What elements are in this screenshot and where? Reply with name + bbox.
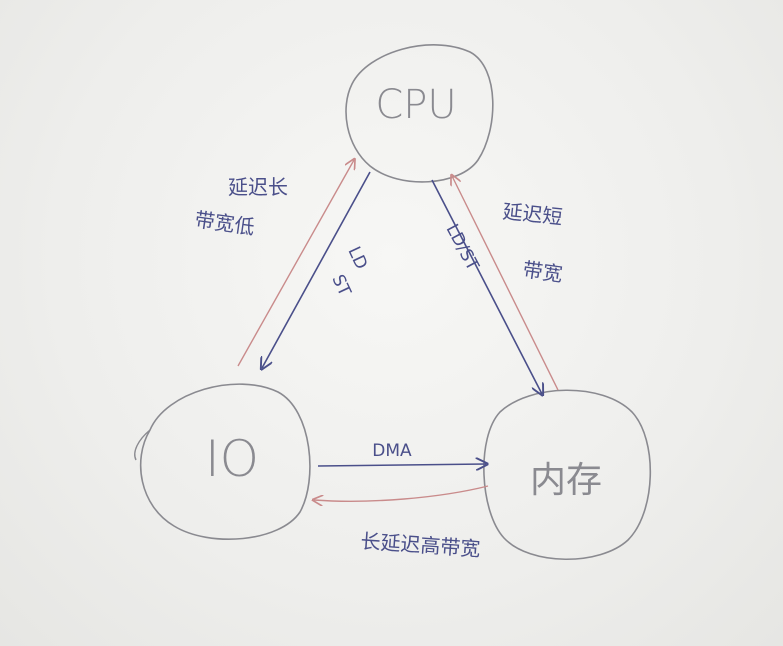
cpu-label: CPU (375, 82, 456, 128)
note-io-memory: 长延迟高带宽 (360, 529, 481, 561)
note-cpu-io-bandwidth: 带宽低 (193, 207, 256, 239)
cpu-memory-label: LD/ST (442, 221, 483, 275)
cpu-node: CPU (345, 44, 494, 183)
edge-io-memory: DMA (314, 441, 488, 501)
note-cpu-io-latency: 延迟长 (228, 175, 288, 199)
io-memory-label: DMA (372, 441, 412, 461)
cpu-io-label-2: ST (327, 272, 354, 300)
cpu-io-label-1: LD (343, 244, 371, 273)
note-cpu-memory-latency: 延迟短 (501, 199, 563, 229)
memory-node: 内存 (483, 389, 652, 560)
io-label: IO (205, 430, 259, 488)
note-cpu-memory-bandwidth: 带宽 (521, 257, 564, 286)
io-node: IO (134, 383, 311, 540)
memory-label: 内存 (530, 460, 602, 501)
